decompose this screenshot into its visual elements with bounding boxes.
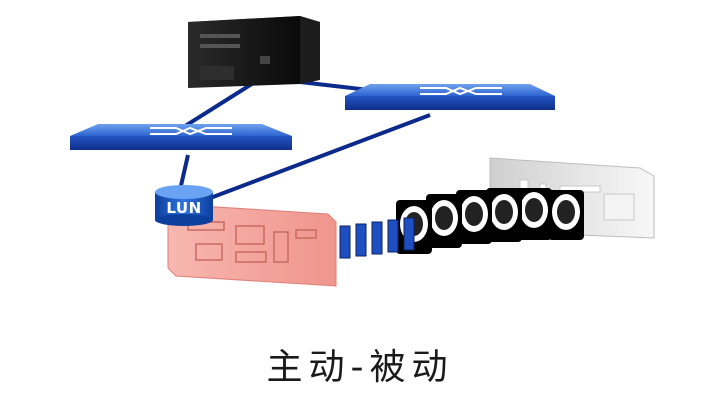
link-server-to-left-switch <box>180 80 257 130</box>
lun-label: LUN <box>166 199 201 217</box>
link-left-switch-to-lun <box>178 154 190 191</box>
disk-drive-icon <box>486 188 522 242</box>
lun-disk-icon: LUN <box>155 185 213 226</box>
switch-icon <box>345 84 555 110</box>
disk-drive-icon <box>516 188 552 240</box>
server-icon <box>188 16 320 88</box>
storage-topology-diagram: LUN <box>70 16 655 287</box>
diagram-caption: 主动-被动 <box>266 347 454 388</box>
switch-icon <box>70 124 292 150</box>
disk-drive-icon <box>426 194 462 248</box>
storage-controller-icon <box>167 203 337 287</box>
link-right-switch-to-lun <box>204 113 431 202</box>
interface-cards <box>339 217 415 259</box>
disk-drives <box>396 188 584 254</box>
disk-drive-icon <box>548 190 584 240</box>
disk-drive-icon <box>456 190 492 244</box>
